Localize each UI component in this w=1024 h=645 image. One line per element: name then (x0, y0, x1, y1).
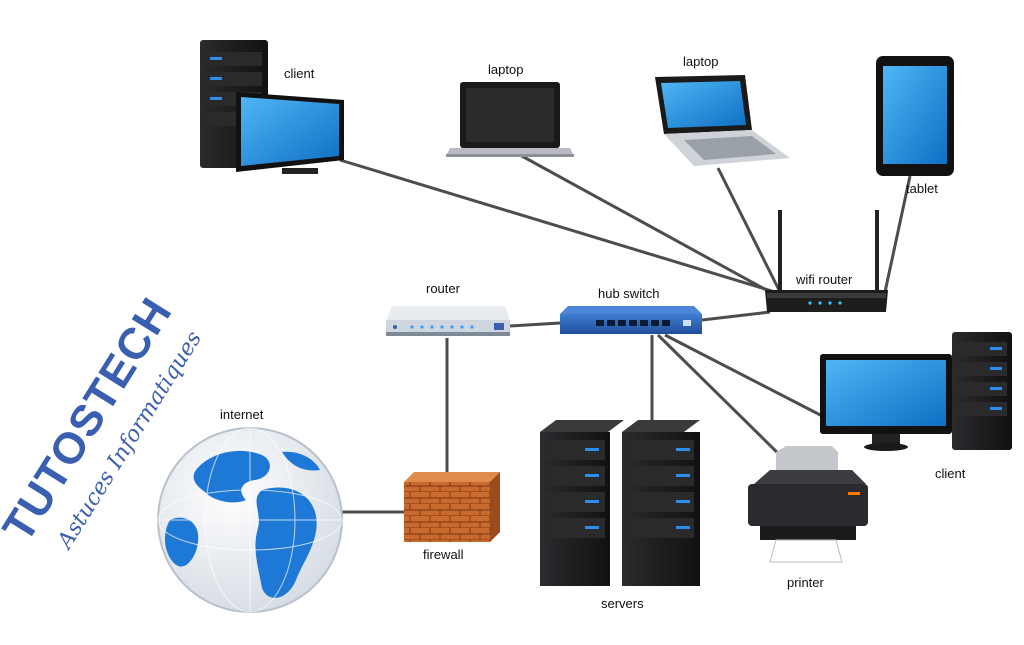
cable-switch-printer (656, 333, 792, 467)
label-servers: servers (601, 596, 644, 611)
printer-icon (748, 446, 868, 563)
laptop-icon (655, 75, 790, 166)
label-printer: printer (787, 575, 824, 590)
label-internet: internet (220, 407, 264, 422)
label-firewall: firewall (423, 547, 464, 562)
label-client-right: client (935, 466, 966, 481)
desktop-client-icon (820, 332, 1012, 451)
cable-client-wifi (339, 158, 776, 294)
globe-icon (157, 427, 343, 613)
label-laptop-2: laptop (683, 54, 719, 69)
cable-laptop1-wifi (519, 153, 771, 294)
cables (339, 153, 912, 514)
cable-switch-client (664, 333, 831, 422)
server-rack-icon (540, 420, 700, 586)
wifi-router-icon (765, 210, 888, 312)
cable-router-switch (509, 321, 561, 328)
cable-laptop2-wifi (716, 167, 782, 293)
label-laptop-1: laptop (488, 62, 524, 77)
tablet-icon (876, 56, 954, 176)
label-tablet: tablet (906, 181, 938, 196)
hub-switch-icon (560, 306, 702, 334)
firewall-icon (404, 472, 500, 542)
label-wifi-router: wifi router (796, 272, 853, 287)
router-icon (386, 306, 510, 336)
desktop-client-icon (200, 40, 344, 174)
label-client-top: client (284, 66, 315, 81)
cable-tablet-wifi (883, 175, 912, 293)
laptop-icon (446, 82, 574, 157)
label-router: router (426, 281, 460, 296)
cable-switch-wifi (701, 310, 771, 322)
label-hub-switch: hub switch (598, 286, 660, 301)
